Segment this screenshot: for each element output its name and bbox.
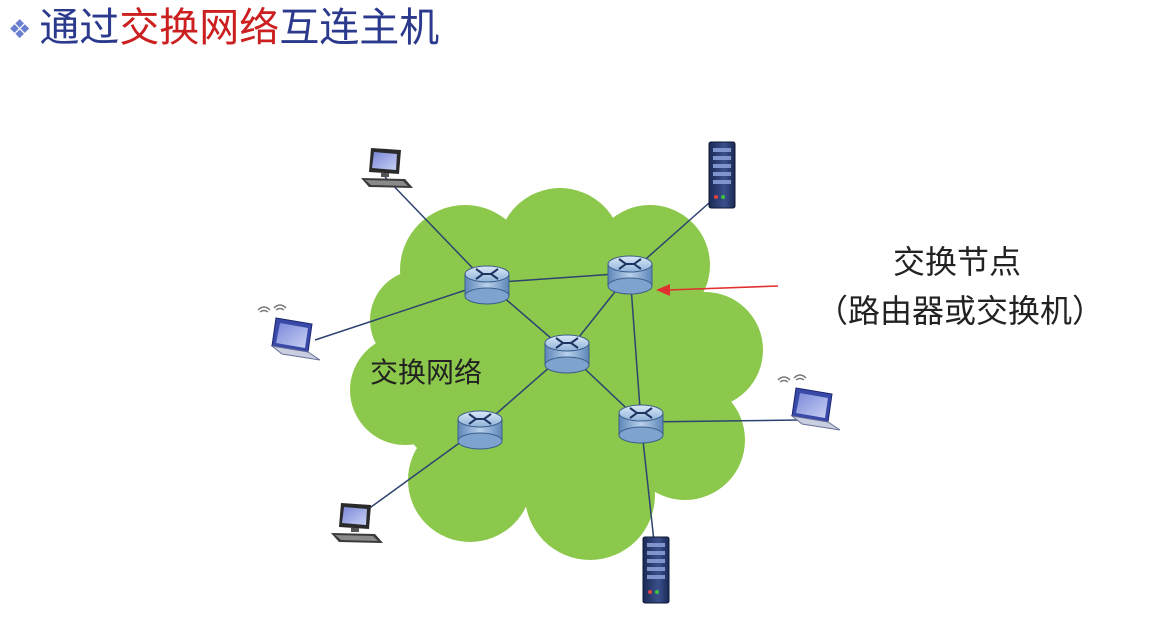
laptop-icon	[777, 374, 841, 431]
title-part-3: 互连主机	[279, 5, 440, 51]
callout-label-line-1: 交换节点	[893, 243, 1021, 281]
laptop-icon	[257, 304, 321, 361]
link-laptop-left-router-a	[314, 282, 488, 341]
link-router-e-laptop-right	[640, 419, 801, 423]
link-desktop-top-router-a	[384, 176, 488, 284]
diamond-bullet-icon: ❖	[8, 15, 32, 45]
link-router-b-router-e	[629, 272, 642, 423]
desktop-computer-icon	[331, 503, 383, 543]
link-router-a-router-b	[486, 272, 631, 284]
title-part-1: 通过	[39, 5, 120, 51]
router-icon	[544, 334, 590, 374]
router-icon	[618, 404, 664, 444]
router-icon	[607, 255, 653, 295]
cloud-label: 交换网络	[370, 356, 482, 389]
server-icon	[642, 536, 670, 604]
router-icon	[457, 410, 503, 450]
callout-arrow	[656, 284, 779, 296]
server-icon	[708, 141, 736, 209]
router-icon	[464, 265, 510, 305]
slide-title: ❖通过交换网络互连主机	[8, 4, 439, 52]
desktop-computer-icon	[361, 148, 413, 188]
callout-label-line-2: （路由器或交换机）	[816, 292, 1104, 330]
title-part-2-highlight: 交换网络	[119, 5, 280, 51]
